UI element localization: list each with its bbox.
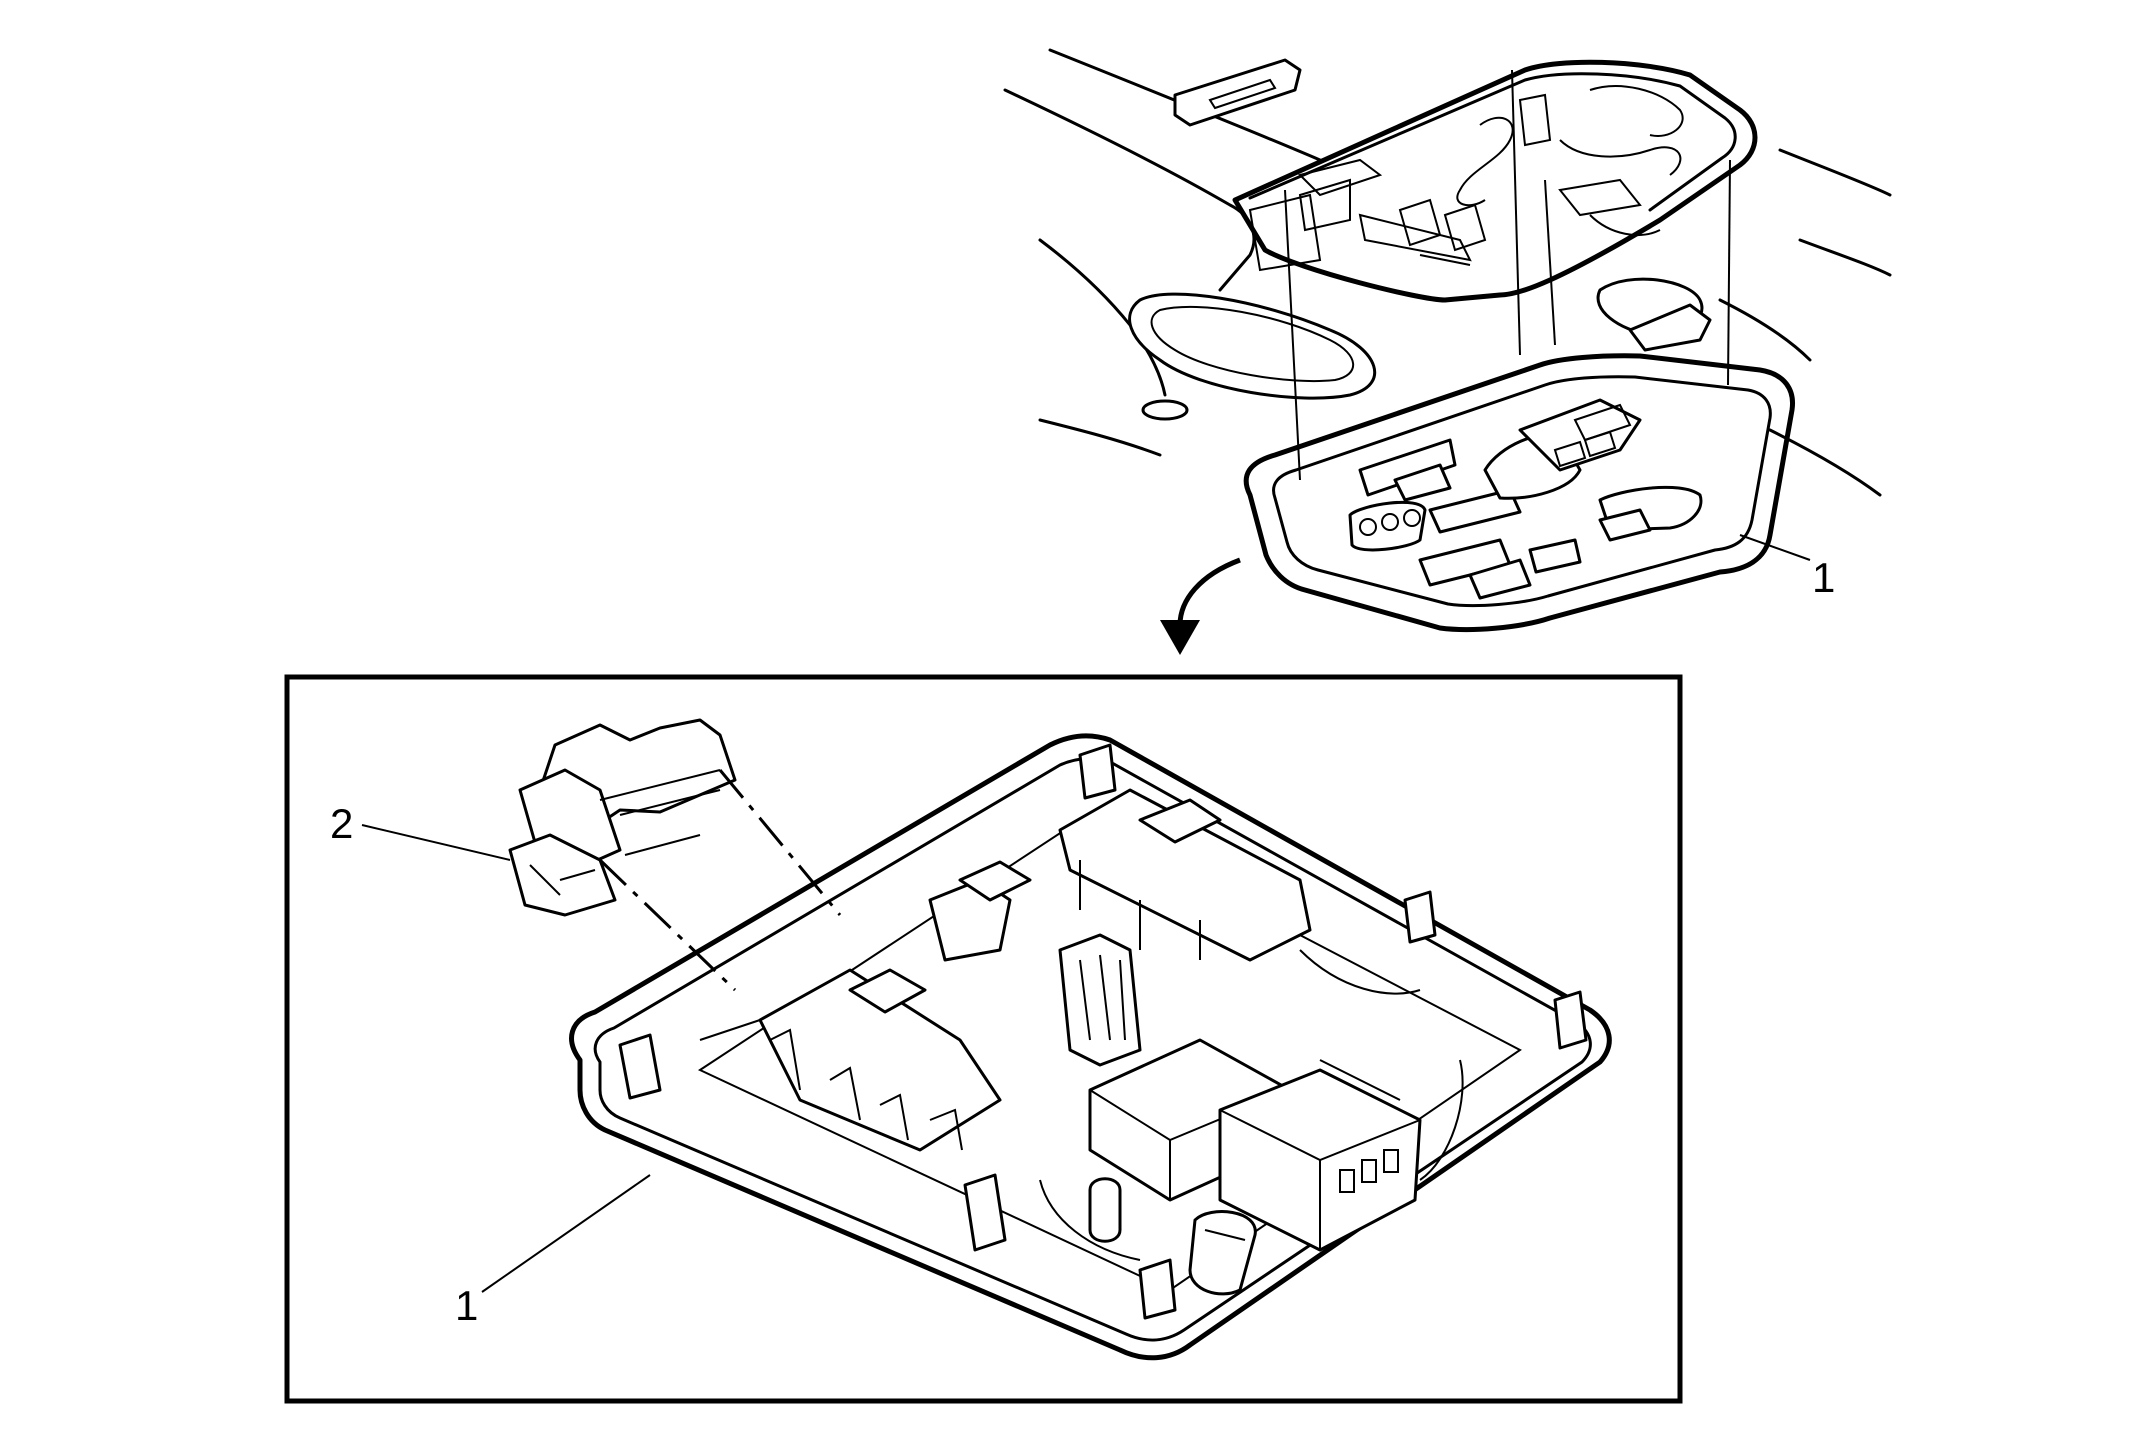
- leader-2: [361, 824, 511, 861]
- detail-arrow: [1160, 557, 1241, 655]
- callout-1-detail: 1: [455, 1282, 478, 1329]
- console-tray-detail: [569, 733, 1612, 1361]
- callout-1-top: 1: [1812, 554, 1835, 601]
- callout-2: 2: [330, 800, 353, 847]
- leader-1-detail: [481, 1174, 651, 1293]
- headliner-view: [1003, 48, 1892, 497]
- overhead-console-top: [1243, 353, 1811, 633]
- detail-frame: [284, 674, 1683, 1404]
- module-2: [508, 718, 737, 917]
